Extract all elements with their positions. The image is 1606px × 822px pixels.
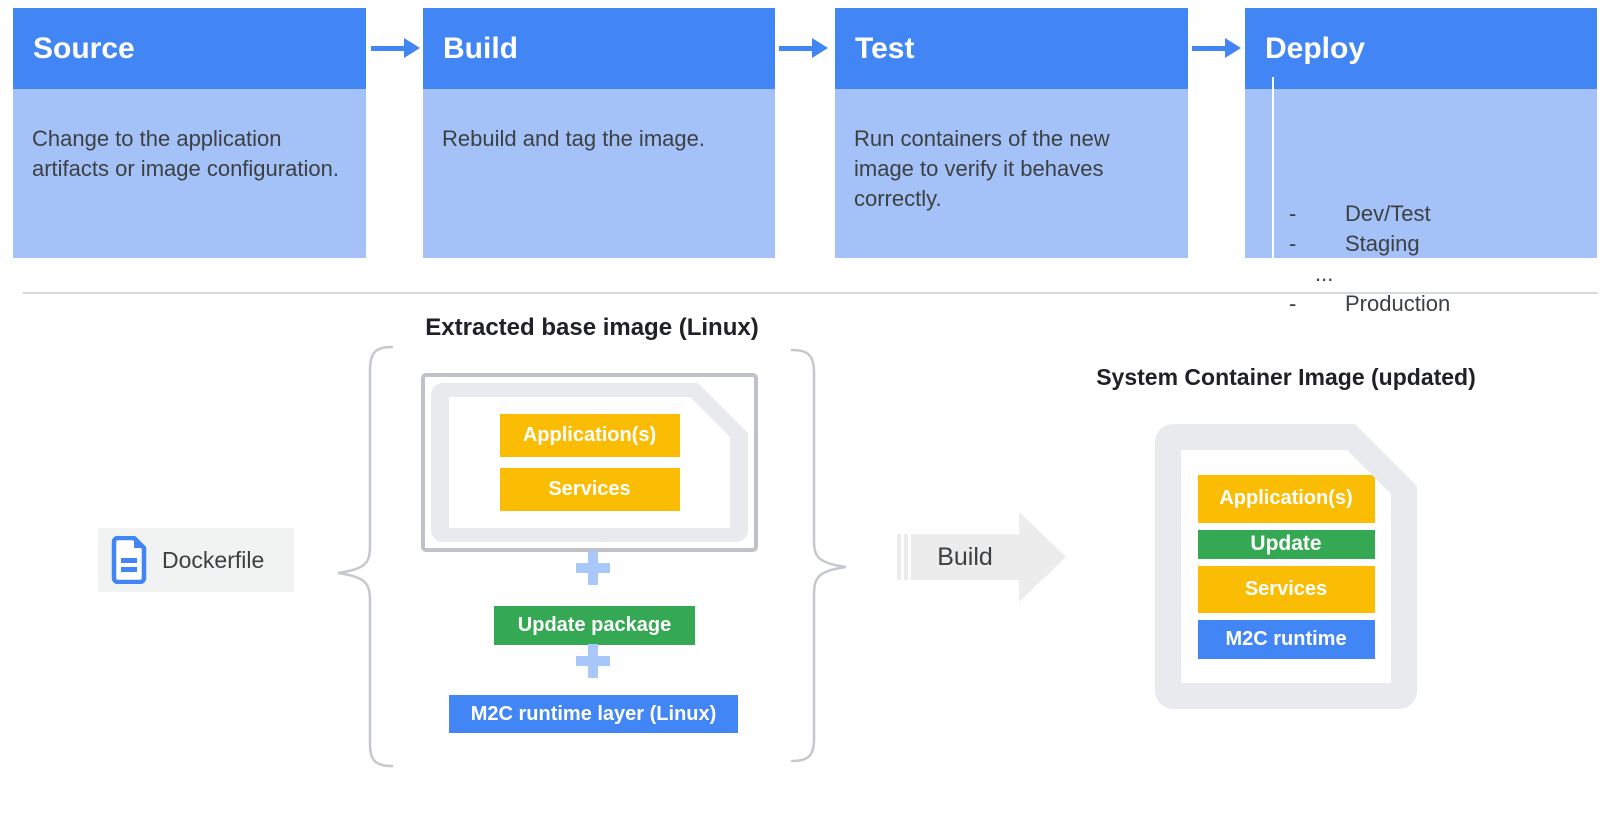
- system-container-image-document: Application(s) Update Services M2C runti…: [1155, 424, 1417, 709]
- left-brace: [337, 345, 394, 768]
- deploy-target-row: - Dev/Test: [1289, 199, 1450, 229]
- stage-build: Build Rebuild and tag the image.: [423, 8, 775, 258]
- stage-source-title: Source: [33, 31, 135, 65]
- stage-source-description: Change to the application artifacts or i…: [32, 126, 339, 181]
- stage-test-title: Test: [855, 31, 915, 65]
- build-arrow-label: Build: [937, 543, 993, 571]
- deploy-target-label: ...: [1315, 261, 1334, 286]
- base-image-document: Application(s) Services: [431, 383, 748, 542]
- dockerfile-label: Dockerfile: [162, 546, 265, 573]
- plus-icon: [576, 644, 610, 678]
- stage-build-description: Rebuild and tag the image.: [442, 126, 705, 151]
- extracted-base-image-frame: Application(s) Services: [421, 373, 758, 552]
- layer-applications: Application(s): [1198, 475, 1375, 523]
- stage-deploy-header: Deploy: [1245, 8, 1597, 89]
- stage-test: Test Run containers of the new image to …: [835, 8, 1188, 258]
- stage-test-description: Run containers of the new image to verif…: [854, 126, 1110, 211]
- layer-services: Services: [500, 468, 680, 511]
- deploy-target-row: ...: [1289, 259, 1450, 289]
- deploy-target-label: Dev/Test: [1345, 201, 1431, 226]
- stage-deploy-body: - Dev/Test - Staging ... - Production: [1245, 77, 1597, 316]
- stage-test-body: Run containers of the new image to verif…: [835, 89, 1188, 258]
- layer-services: Services: [1198, 566, 1375, 613]
- bullet-dash: -: [1289, 231, 1297, 256]
- stage-test-header: Test: [835, 8, 1188, 89]
- extracted-base-image-title: Extracted base image (Linux): [425, 314, 759, 341]
- layer-update: Update: [1198, 530, 1375, 559]
- stage-build-body: Rebuild and tag the image.: [423, 89, 775, 258]
- build-arrow-stripe: [897, 534, 901, 580]
- arrow-right-icon: [779, 38, 828, 58]
- section-divider: [23, 292, 1598, 294]
- build-arrow-head: [1019, 512, 1066, 602]
- system-container-image-title: System Container Image (updated): [1096, 364, 1476, 390]
- bullet-dash: -: [1289, 291, 1297, 316]
- stage-deploy: Deploy - Dev/Test - Staging ... - Produc…: [1245, 8, 1597, 316]
- deploy-target-label: Production: [1345, 291, 1451, 316]
- document-icon: [111, 536, 147, 584]
- stage-source: Source Change to the application artifac…: [13, 8, 366, 258]
- deploy-target-row: - Staging: [1289, 229, 1450, 259]
- stage-source-body: Change to the application artifacts or i…: [13, 89, 366, 258]
- dockerfile-chip: Dockerfile: [98, 528, 294, 592]
- m2c-runtime-layer-box: M2C runtime layer (Linux): [449, 695, 738, 733]
- document-content: Application(s) Services: [449, 397, 730, 528]
- stage-build-title: Build: [443, 31, 518, 65]
- deploy-target-row: - Production: [1289, 289, 1450, 319]
- deploy-target-label: Staging: [1345, 231, 1420, 256]
- stage-source-header: Source: [13, 8, 366, 89]
- plus-icon: [576, 551, 610, 585]
- arrow-right-icon: [1192, 38, 1241, 58]
- deploy-target-list: - Dev/Test - Staging ... - Production: [1289, 199, 1450, 319]
- arrow-down-icon: [1266, 77, 1280, 316]
- bullet-dash: -: [1289, 201, 1297, 226]
- layer-applications: Application(s): [500, 414, 680, 457]
- arrow-right-icon: [371, 38, 420, 58]
- build-arrow-body: [911, 534, 1019, 580]
- update-package-box: Update package: [494, 606, 695, 645]
- document-content: Application(s) Update Services M2C runti…: [1181, 450, 1391, 683]
- stage-deploy-title: Deploy: [1265, 31, 1366, 65]
- layer-m2c-runtime: M2C runtime: [1198, 620, 1375, 659]
- build-arrow-stripe: [904, 534, 908, 580]
- right-brace: [790, 348, 847, 763]
- stage-build-header: Build: [423, 8, 775, 89]
